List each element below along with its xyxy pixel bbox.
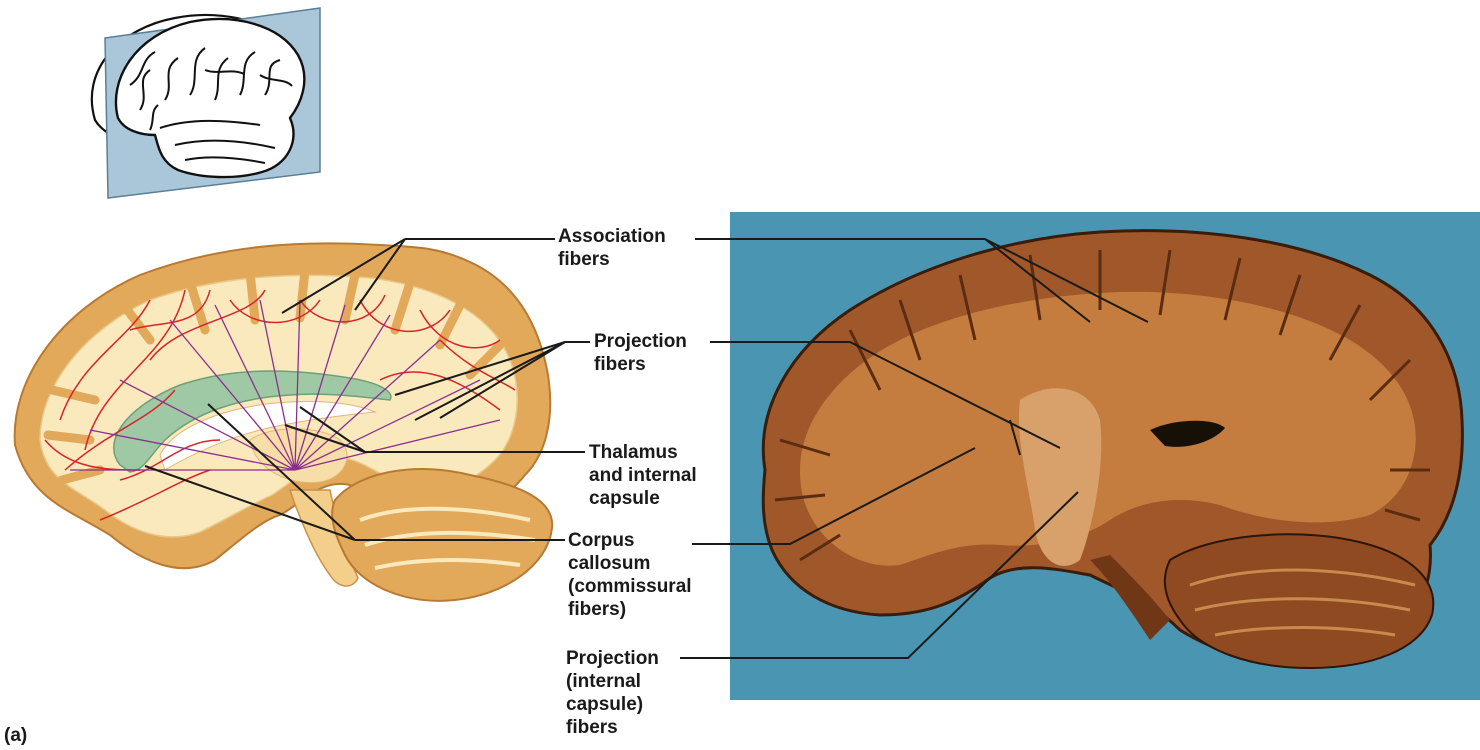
label-corpus-callosum: Corpus callosum (commissural fibers): [568, 529, 692, 621]
label-association-fibers: Association fibers: [558, 225, 666, 271]
label-projection-internal-capsule-fibers: Projection (internal capsule) fibers: [566, 647, 659, 739]
orientation-inset: [92, 8, 320, 198]
label-thalamus-internal-capsule: Thalamus and internal capsule: [589, 441, 697, 510]
figure-part-label: (a): [4, 725, 27, 747]
brain-section-drawing: [15, 243, 553, 600]
label-projection-fibers: Projection fibers: [594, 330, 687, 376]
brain-section-photo: [730, 212, 1480, 700]
